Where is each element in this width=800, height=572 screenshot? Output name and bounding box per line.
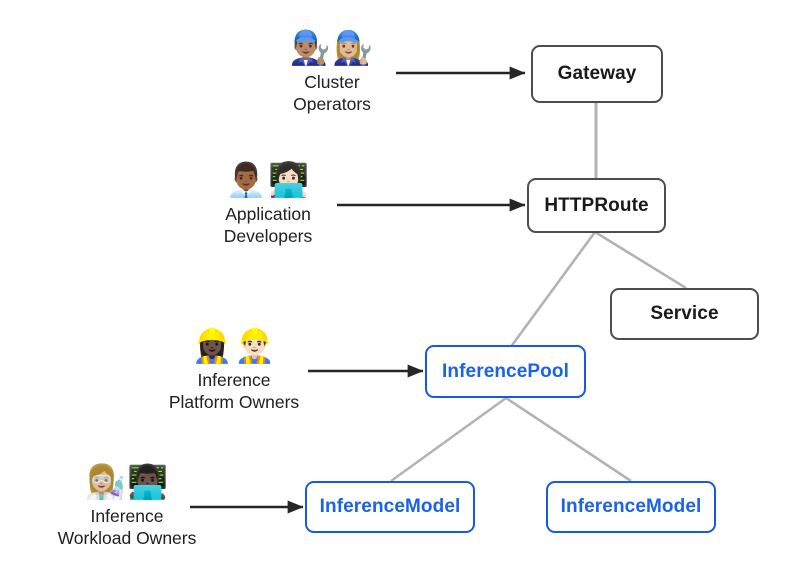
inference-platform-owners-icons: 👷🏿‍♀️👷🏻‍♂️	[191, 327, 277, 364]
node-inferencemodel-right[interactable]: InferenceModel	[546, 481, 716, 533]
edge-httproute-service	[594, 230, 687, 290]
node-gateway[interactable]: Gateway	[531, 45, 663, 103]
node-gateway-label: Gateway	[557, 63, 637, 84]
cluster-operators-icons: 👨🏽‍🔧👩🏼‍🔧	[289, 29, 375, 66]
inference-workload-owners-label: Inference Workload Owners	[57, 506, 197, 548]
edge-inferencepool-inferencemodel-right	[505, 396, 632, 483]
node-httproute[interactable]: HTTPRoute	[527, 178, 666, 233]
cluster-operators-label: Cluster Operators	[293, 72, 371, 114]
node-service[interactable]: Service	[610, 288, 759, 340]
persona-inference-platform-owners: 👷🏿‍♀️👷🏻‍♂️ Inference Platform Owners	[129, 326, 339, 413]
node-inferencemodel-right-label: InferenceModel	[560, 496, 702, 517]
node-httproute-label: HTTPRoute	[544, 194, 649, 216]
node-inferencepool[interactable]: InferencePool	[425, 345, 586, 398]
node-inferencepool-label: InferencePool	[442, 360, 569, 382]
application-developers-label: Application Developers	[223, 204, 313, 246]
node-service-label: Service	[650, 303, 719, 324]
application-developers-icons: 👨🏾‍💼👩🏻‍💻	[225, 161, 311, 198]
inference-platform-owners-label: Inference Platform Owners	[168, 370, 300, 412]
node-inferencemodel-left[interactable]: InferenceModel	[305, 481, 475, 533]
persona-inference-workload-owners: 👩🏼‍🔬👨🏿‍💻 Inference Workload Owners	[22, 462, 232, 549]
edge-inferencepool-inferencemodel-left	[390, 396, 507, 483]
persona-cluster-operators: 👨🏽‍🔧👩🏼‍🔧 Cluster Operators	[227, 28, 437, 115]
edge-httproute-inferencepool	[508, 231, 597, 349]
persona-application-developers: 👨🏾‍💼👩🏻‍💻 Application Developers	[163, 160, 373, 247]
node-inferencemodel-left-label: InferenceModel	[319, 496, 461, 517]
inference-workload-owners-icons: 👩🏼‍🔬👨🏿‍💻	[84, 463, 170, 500]
